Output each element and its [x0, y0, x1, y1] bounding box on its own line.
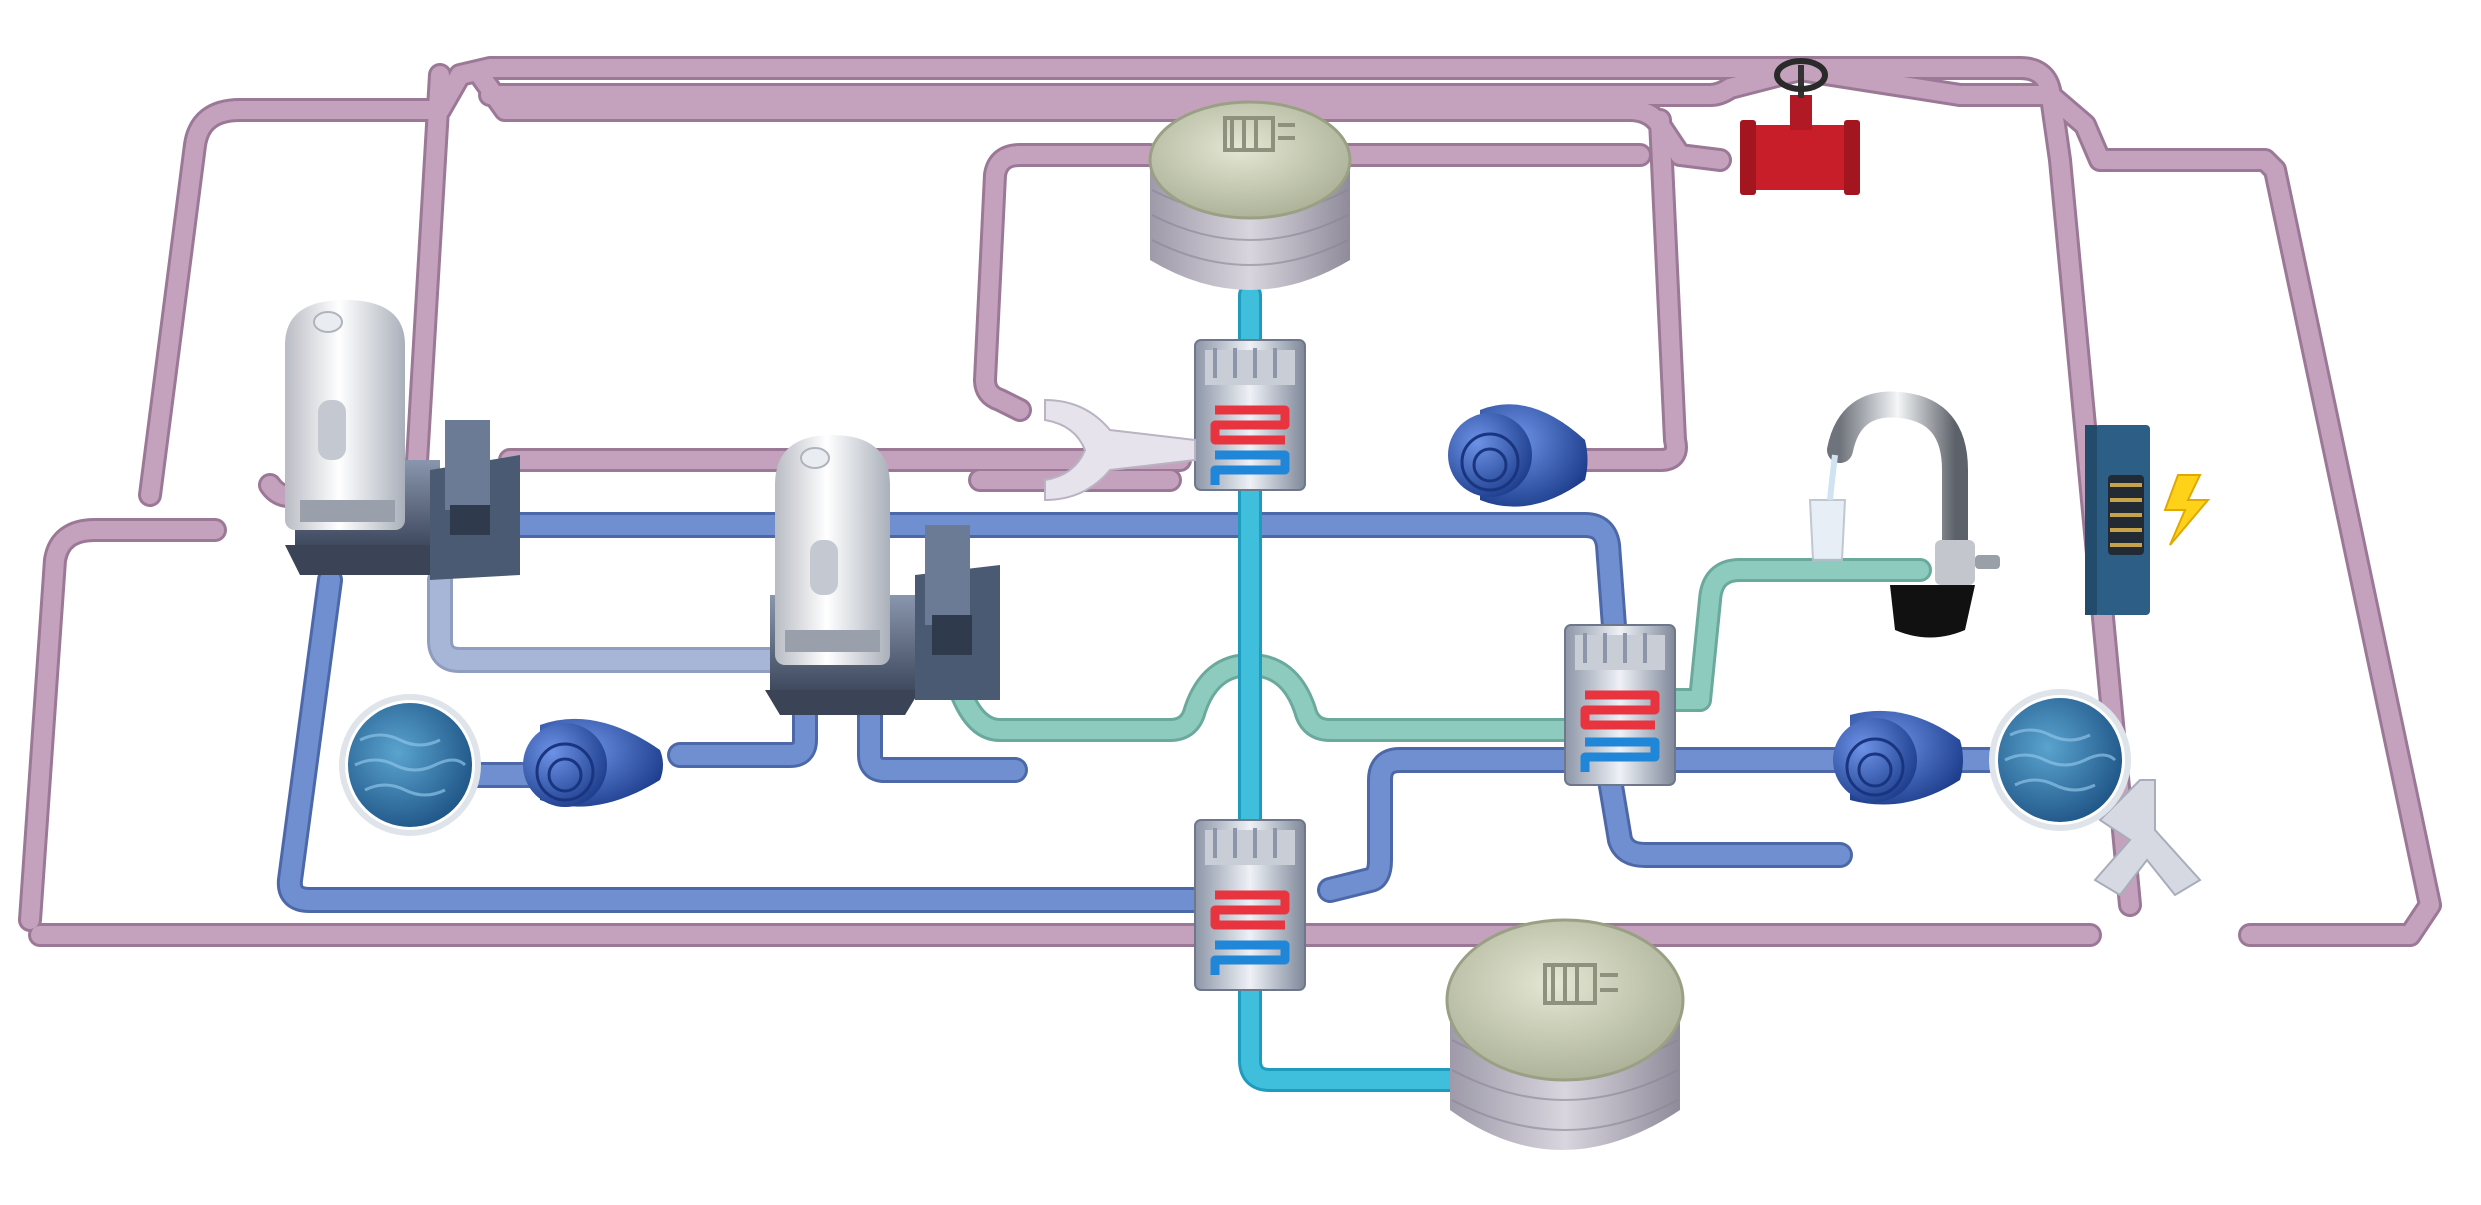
steam-turbine-center — [765, 435, 1000, 715]
pipes-cyan — [1238, 283, 1472, 1092]
pump-right — [1833, 710, 1963, 805]
gas-turbine-left — [285, 300, 520, 580]
generator-icon — [2085, 425, 2150, 615]
heat-exchanger-bottom — [1194, 819, 1306, 991]
lightning-icon — [2163, 474, 2211, 546]
generator-box-left — [430, 420, 520, 580]
storage-tank-top — [1148, 100, 1352, 290]
storage-tank-bottom — [1445, 918, 1685, 1150]
storage-tank-icon — [1543, 963, 1618, 1005]
pipe-splitter-right — [2093, 779, 2202, 897]
heat-exchanger-top — [1194, 339, 1306, 491]
pipe-splitter-top — [1044, 398, 1196, 502]
pipes-teal — [948, 558, 1932, 742]
storage-tank-icon — [1223, 116, 1295, 152]
pump-top — [1448, 404, 1588, 507]
gate-valve-icon — [1740, 58, 1860, 195]
seawater-icon-right — [1989, 689, 2131, 831]
pump-left — [523, 718, 663, 807]
generator-box-center — [915, 525, 1000, 700]
pipes-mauve — [18, 56, 2442, 947]
water-tap-icon — [1808, 391, 2000, 638]
seawater-icon-left — [339, 694, 481, 836]
heat-exchanger-right — [1564, 624, 1676, 786]
